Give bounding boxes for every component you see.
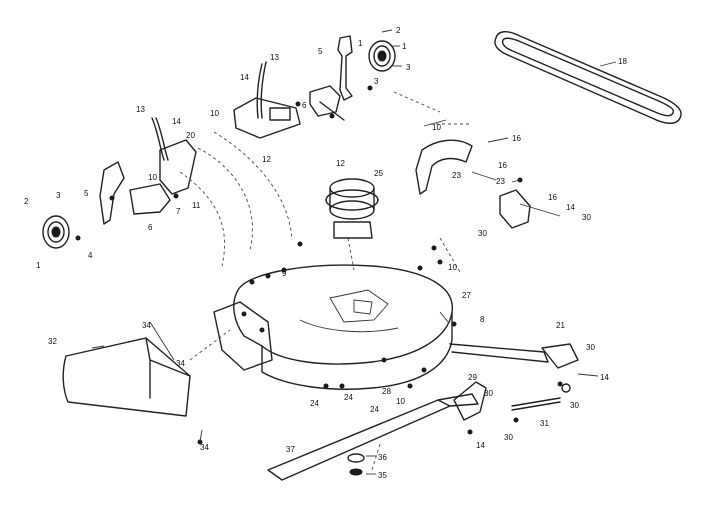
callout-2a: 2 (396, 26, 401, 35)
callout-5b: 5 (84, 189, 89, 198)
callout-14d: 14 (600, 373, 609, 382)
callout-29: 29 (468, 373, 477, 382)
callout-34a: 34 (142, 321, 151, 330)
callout-3b: 3 (374, 77, 379, 86)
control-bracket (233, 61, 301, 139)
callout-9: 9 (282, 269, 287, 278)
callout-3a: 3 (406, 63, 411, 72)
callout-28: 28 (382, 387, 391, 396)
callout-37: 37 (286, 445, 295, 454)
callout-10a: 10 (210, 109, 219, 118)
leader-lines (91, 29, 617, 475)
callout-16c: 16 (548, 193, 557, 202)
throttle-lever (129, 117, 197, 215)
callout-14e: 14 (476, 441, 485, 450)
callout-14a: 14 (240, 73, 249, 82)
callout-1a: 1 (402, 42, 407, 51)
callout-34b: 34 (176, 359, 185, 368)
callout-1c: 1 (36, 261, 41, 270)
callout-2b: 2 (24, 197, 29, 206)
blade-adapter (347, 453, 365, 476)
callout-10c: 10 (432, 123, 441, 132)
callout-20: 20 (186, 131, 195, 140)
callout-4: 4 (88, 251, 93, 260)
callout-21: 21 (556, 321, 565, 330)
callout-8: 8 (480, 315, 485, 324)
engine-pulley (325, 178, 379, 239)
callout-10b: 10 (148, 173, 157, 182)
lever-bracket-top (309, 35, 353, 121)
callout-18: 18 (618, 57, 627, 66)
callout-1b: 1 (358, 39, 363, 48)
discharge-chute (62, 301, 273, 417)
callout-30f: 30 (484, 389, 493, 398)
callout-16: 16 (512, 134, 521, 143)
callout-30a: 30 (582, 213, 591, 222)
callout-32: 32 (48, 337, 57, 346)
wheel-left (42, 215, 70, 249)
callout-6a: 6 (302, 101, 307, 110)
callout-13a: 13 (270, 53, 279, 62)
callout-30e: 30 (504, 433, 513, 442)
drive-belt (494, 31, 682, 124)
callout-35: 35 (378, 471, 387, 480)
mower-deck (233, 264, 453, 390)
callout-31: 31 (540, 419, 549, 428)
rear-baffle (415, 139, 561, 229)
callout-14c: 14 (566, 203, 575, 212)
callout-25: 25 (374, 169, 383, 178)
pulley-top (368, 40, 396, 72)
callout-30d: 30 (570, 401, 579, 410)
callout-24a: 24 (310, 399, 319, 408)
callout-10e: 10 (396, 397, 405, 406)
callout-23a: 23 (452, 171, 461, 180)
height-adjuster (99, 161, 125, 225)
callout-30b: 30 (478, 229, 487, 238)
callout-12b: 12 (336, 159, 345, 168)
callout-labels: 2 1 3 1 5 3 18 13 14 10 6 12 12 13 14 20… (24, 26, 627, 480)
callout-11: 11 (192, 201, 201, 210)
callout-24c: 24 (370, 405, 379, 414)
callout-7: 7 (176, 207, 181, 216)
callout-13b: 13 (136, 105, 145, 114)
callout-14b: 14 (172, 117, 181, 126)
callout-6b: 6 (148, 223, 153, 232)
axle-bolt (511, 383, 571, 411)
callout-23b: 23 (496, 177, 505, 186)
callout-16b: 16 (498, 161, 507, 170)
cutting-blade (267, 381, 487, 481)
callout-10d: 10 (448, 263, 457, 272)
callout-34c: 34 (200, 443, 209, 452)
callout-5a: 5 (318, 47, 323, 56)
callout-30c: 30 (586, 343, 595, 352)
callout-27: 27 (462, 291, 471, 300)
callout-36: 36 (378, 453, 387, 462)
callout-12a: 12 (262, 155, 271, 164)
callout-24b: 24 (344, 393, 353, 402)
handle-rod (449, 343, 579, 369)
callout-3c: 3 (56, 191, 61, 200)
